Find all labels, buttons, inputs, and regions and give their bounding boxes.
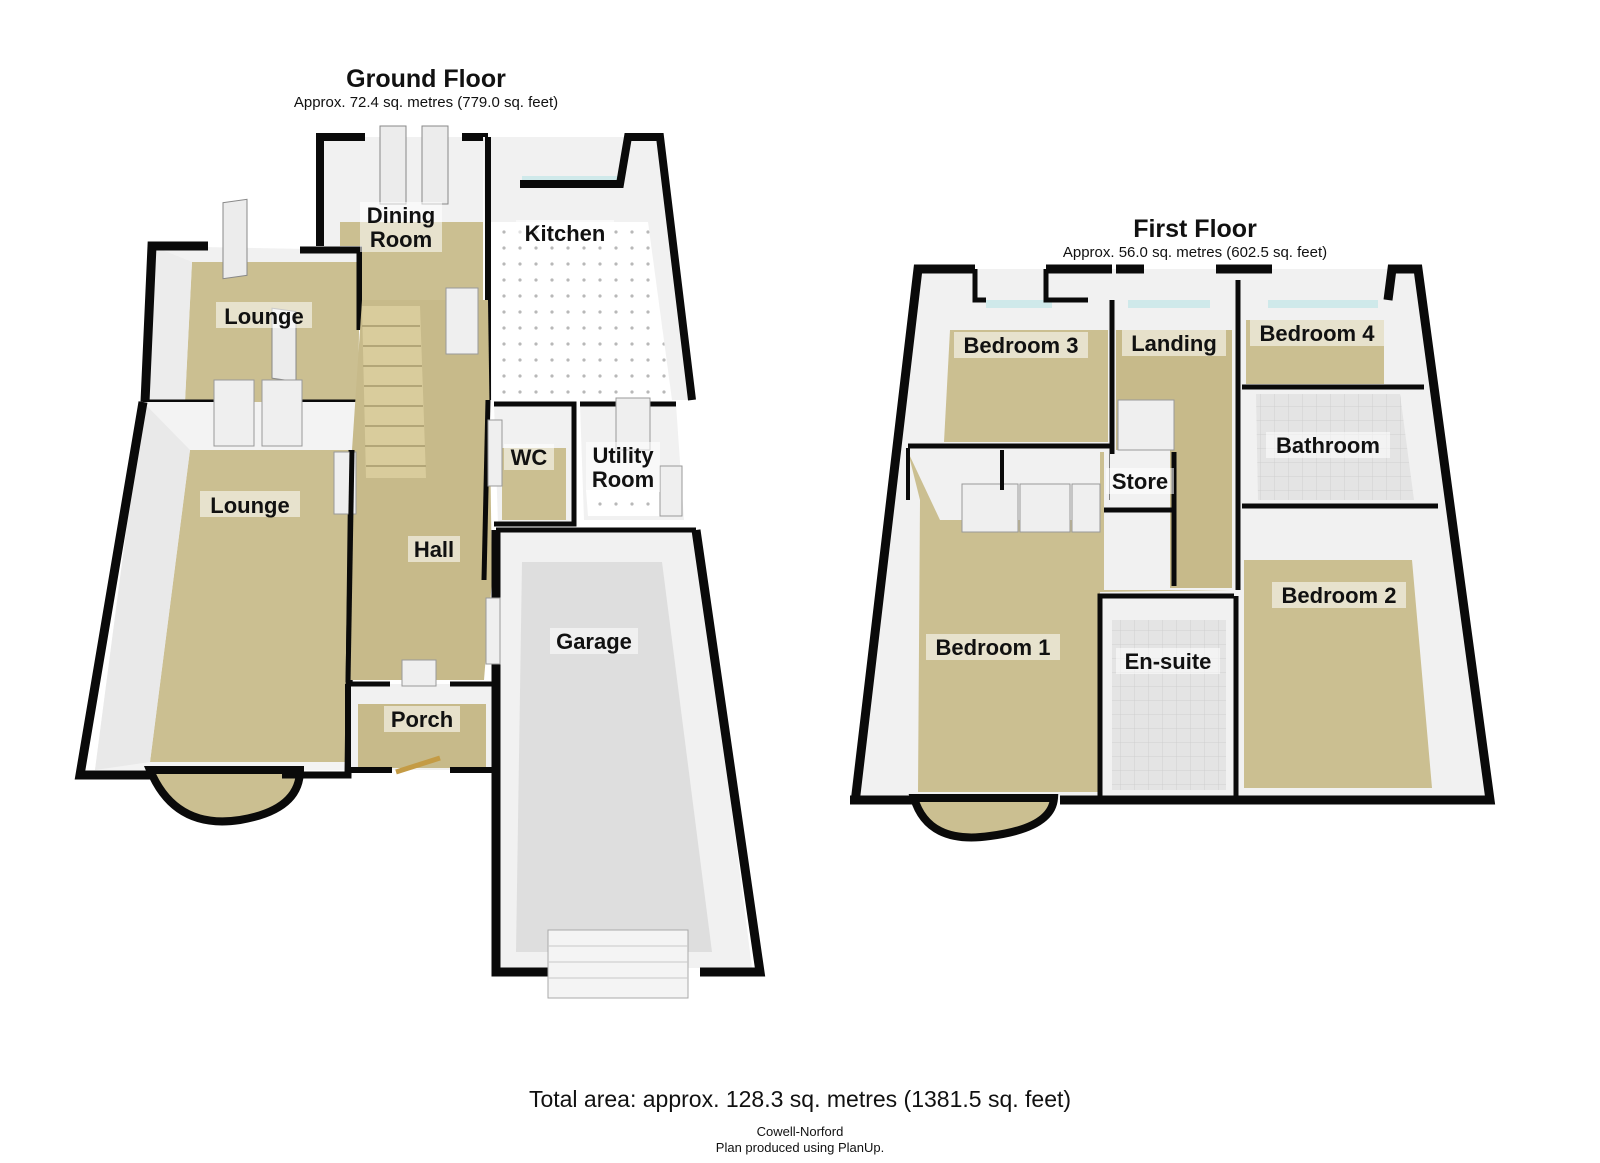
porch-inner-door bbox=[401, 659, 437, 687]
garage-hall-door bbox=[485, 597, 501, 665]
front-door bbox=[395, 755, 441, 775]
label-en-suite: En-suite bbox=[1125, 649, 1212, 674]
garage-door bbox=[547, 929, 689, 999]
first-floor-labels: Bedroom 3 Landing Bedroom 4 Bathroom Sto… bbox=[926, 320, 1406, 674]
label-dining-1: Dining bbox=[367, 203, 435, 228]
label-porch: Porch bbox=[391, 707, 453, 732]
label-garage: Garage bbox=[556, 629, 632, 654]
back-door bbox=[659, 465, 683, 517]
label-lounge-rear: Lounge bbox=[224, 304, 303, 329]
ground-floor-area: Approx. 72.4 sq. metres (779.0 sq. feet) bbox=[293, 94, 559, 111]
label-bedroom-1: Bedroom 1 bbox=[936, 635, 1051, 660]
first-floor-title: First Floor bbox=[1133, 215, 1257, 243]
kitchen-door bbox=[445, 287, 479, 355]
bedroom-1-bay-window bbox=[908, 794, 1059, 842]
label-wc: WC bbox=[511, 445, 548, 470]
bedroom-4-window bbox=[1268, 300, 1378, 308]
label-utility-2: Room bbox=[592, 467, 654, 492]
wardrobe-door-2 bbox=[1019, 483, 1071, 533]
dining-door-right bbox=[421, 125, 449, 205]
room-hall bbox=[333, 287, 492, 683]
bay-window bbox=[143, 766, 305, 826]
room-en-suite bbox=[1097, 593, 1239, 796]
lounge-door-left bbox=[213, 379, 255, 447]
label-bedroom-4: Bedroom 4 bbox=[1260, 321, 1376, 346]
landing-window bbox=[1128, 300, 1210, 308]
first-floor-plan: Bedroom 3 Landing Bedroom 4 Bathroom Sto… bbox=[850, 264, 1496, 842]
label-landing: Landing bbox=[1131, 331, 1217, 356]
dining-door-left bbox=[379, 125, 407, 205]
label-hall: Hall bbox=[414, 537, 454, 562]
label-bedroom-3: Bedroom 3 bbox=[964, 333, 1079, 358]
label-bathroom: Bathroom bbox=[1276, 433, 1380, 458]
credit-software: Plan produced using PlanUp. bbox=[715, 1140, 885, 1155]
credit-agent: Cowell-Norford bbox=[756, 1124, 844, 1139]
ground-floor-header: Ground Floor Approx. 72.4 sq. metres (77… bbox=[226, 64, 626, 112]
staircase bbox=[362, 306, 426, 478]
ground-floor-plan: Lounge Lounge Dining Room Kitchen WC Uti… bbox=[74, 125, 766, 999]
total-area: Total area: approx. 128.3 sq. metres (13… bbox=[528, 1086, 1072, 1112]
wc-door bbox=[487, 419, 503, 487]
first-floor-area: Approx. 56.0 sq. metres (602.5 sq. feet) bbox=[1062, 244, 1328, 261]
room-bedroom-2 bbox=[1242, 512, 1474, 792]
ground-floor-labels: Lounge Lounge Dining Room Kitchen WC Uti… bbox=[200, 202, 660, 732]
stair-rail bbox=[1117, 399, 1175, 451]
label-store: Store bbox=[1112, 469, 1168, 494]
label-bedroom-2: Bedroom 2 bbox=[1282, 583, 1397, 608]
lounge-door-right bbox=[261, 379, 303, 447]
room-lounge-front bbox=[74, 379, 358, 826]
label-dining-2: Room bbox=[370, 227, 432, 252]
label-kitchen: Kitchen bbox=[525, 221, 606, 246]
room-store bbox=[1104, 452, 1177, 586]
wardrobe-door-3 bbox=[1071, 483, 1101, 533]
ground-floor-title: Ground Floor bbox=[346, 65, 506, 93]
wardrobe-door-1 bbox=[961, 483, 1019, 533]
patio-door-left bbox=[222, 198, 248, 280]
utility-door bbox=[615, 397, 651, 451]
label-lounge-front: Lounge bbox=[210, 493, 289, 518]
credit: Cowell-Norford Plan produced using PlanU… bbox=[500, 1124, 1100, 1156]
room-lounge-rear bbox=[140, 198, 364, 405]
room-bedroom-1 bbox=[906, 448, 1232, 842]
room-garage bbox=[485, 527, 766, 999]
label-utility-1: Utility bbox=[592, 443, 654, 468]
room-kitchen bbox=[483, 133, 696, 401]
first-floor-header: First Floor Approx. 56.0 sq. metres (602… bbox=[995, 214, 1395, 262]
bedroom-3-window bbox=[986, 300, 1052, 308]
